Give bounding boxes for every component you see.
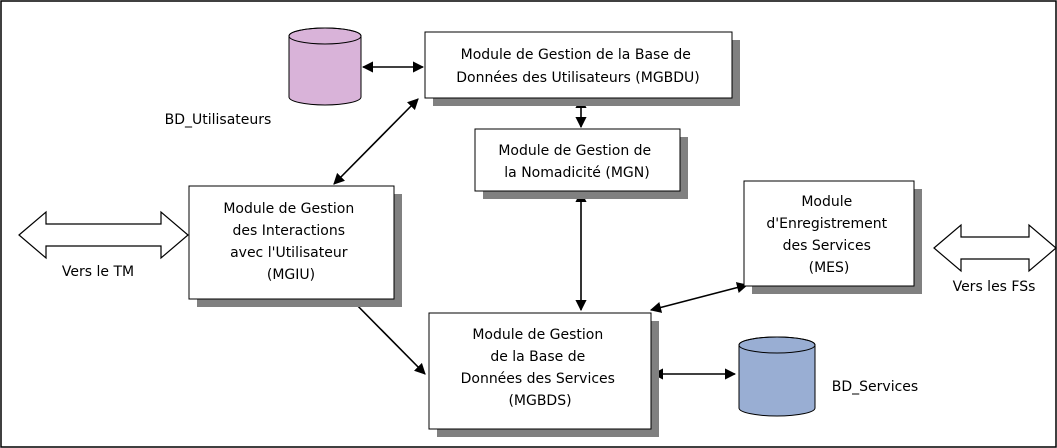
external-fss: Vers les FSs xyxy=(933,223,1057,295)
svg-text:Module de Gestion des In: Module de Gestion des Interactions avec … xyxy=(223,201,358,283)
module-mgn-line: la Nomadicité (MGN) xyxy=(504,165,649,181)
module-mgbds-box xyxy=(428,312,652,430)
module-mgn-box xyxy=(474,128,681,192)
module-mgbds-line: Données des Services xyxy=(461,371,615,387)
link-mgbdu-mgiu xyxy=(333,98,419,185)
module-mgbdu-line: Données des Utilisateurs (MGBDU) xyxy=(456,70,700,86)
external-tm: Vers le TM xyxy=(18,210,189,280)
database-services-cylinder xyxy=(738,336,816,417)
database-services-label: BD_Services xyxy=(832,379,918,395)
module-mgbdu: Module de Gestion de la Base de Données … xyxy=(424,31,740,106)
module-mgiu-box xyxy=(188,185,395,300)
svg-text:Module d'Enregistrement: Module d'Enregistrement des Services (ME… xyxy=(766,194,891,276)
module-mgiu-line: (MGIU) xyxy=(267,267,315,283)
module-mgbdu-box xyxy=(424,31,733,99)
module-mgbds-line: Module de Gestion xyxy=(472,327,603,343)
module-mes-line: Module xyxy=(801,194,852,210)
svg-text:Module de Gestion de la Base d: Module de Gestion de la Base de Données … xyxy=(456,47,700,86)
module-mgbds: Module de Gestion de la Base de Données … xyxy=(428,312,659,437)
module-mgbds-line: de la Base de xyxy=(490,349,585,365)
module-mes-line: (MES) xyxy=(809,260,850,276)
double-arrow-fss-icon xyxy=(933,223,1057,273)
module-mgbdu-line: Module de Gestion de la Base de xyxy=(461,47,691,63)
external-fss-label: Vers les FSs xyxy=(953,279,1036,295)
module-mes-line: d'Enregistrement xyxy=(766,216,887,232)
module-mes: Module d'Enregistrement des Services (ME… xyxy=(743,180,922,294)
database-users-cylinder xyxy=(288,27,362,106)
module-mgbds-line: (MGBDS) xyxy=(508,393,571,409)
module-mgiu: Module de Gestion des Interactions avec … xyxy=(188,185,402,307)
link-mgbds-mes xyxy=(649,282,749,313)
svg-text:Module de Gestion de la: Module de Gestion de la Base de Données … xyxy=(461,327,620,409)
module-mgn-line: Module de Gestion de xyxy=(498,143,651,159)
database-users-top xyxy=(288,27,362,45)
database-services-top xyxy=(738,336,816,354)
module-mgn: Module de Gestion de la Nomadicité (MGN) xyxy=(474,128,688,199)
module-mgiu-line: Module de Gestion xyxy=(223,201,354,217)
module-mgiu-line: avec l'Utilisateur xyxy=(230,245,348,261)
database-users: BD_Utilisateurs xyxy=(165,27,362,128)
module-mes-line: des Services xyxy=(783,238,871,254)
svg-text:Module de Gestion de la: Module de Gestion de la Nomadicité (MGN) xyxy=(498,143,655,181)
module-mgiu-line: des Interactions xyxy=(233,223,346,239)
database-users-label: BD_Utilisateurs xyxy=(165,112,272,128)
module-mes-box xyxy=(743,180,915,287)
external-tm-label: Vers le TM xyxy=(62,264,134,280)
database-services: BD_Services xyxy=(738,336,918,417)
double-arrow-tm-icon xyxy=(18,210,189,260)
